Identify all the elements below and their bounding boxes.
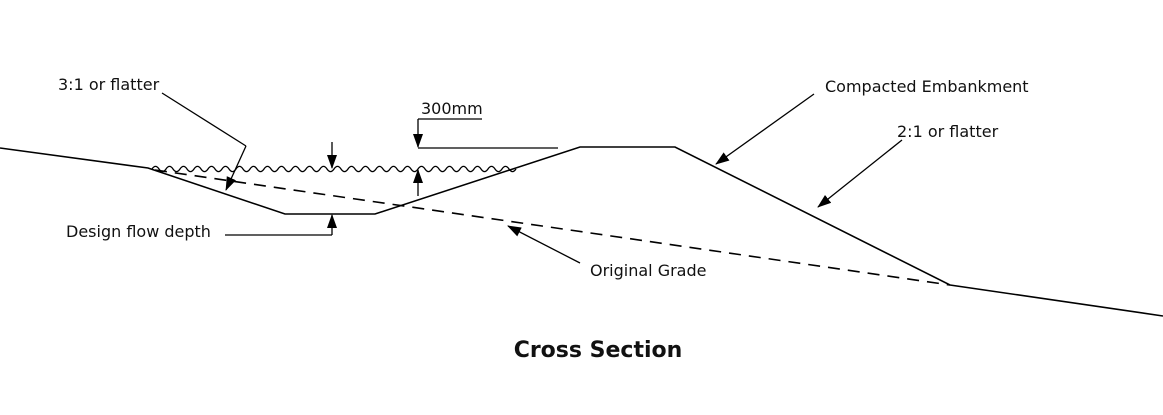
ground-profile-line [0,146,1163,317]
slope-left-arrow [225,145,247,191]
original-grade-line [154,169,951,286]
slope-left-leader [161,92,247,147]
freeboard-label: 300mm [421,99,483,118]
embankment-label: Compacted Embankment [825,77,1029,96]
slope-right-label: 2:1 or flatter [897,122,999,141]
original-grade-arrow [507,225,581,264]
diagram-title: Cross Section [514,338,683,363]
flow-depth-label: Design flow depth [66,222,211,241]
slope-left-label: 3:1 or flatter [58,75,160,94]
embankment-arrow [715,93,815,165]
slope-right-arrow [817,139,903,208]
water-surface-line [151,165,517,173]
original-grade-label: Original Grade [590,261,706,280]
